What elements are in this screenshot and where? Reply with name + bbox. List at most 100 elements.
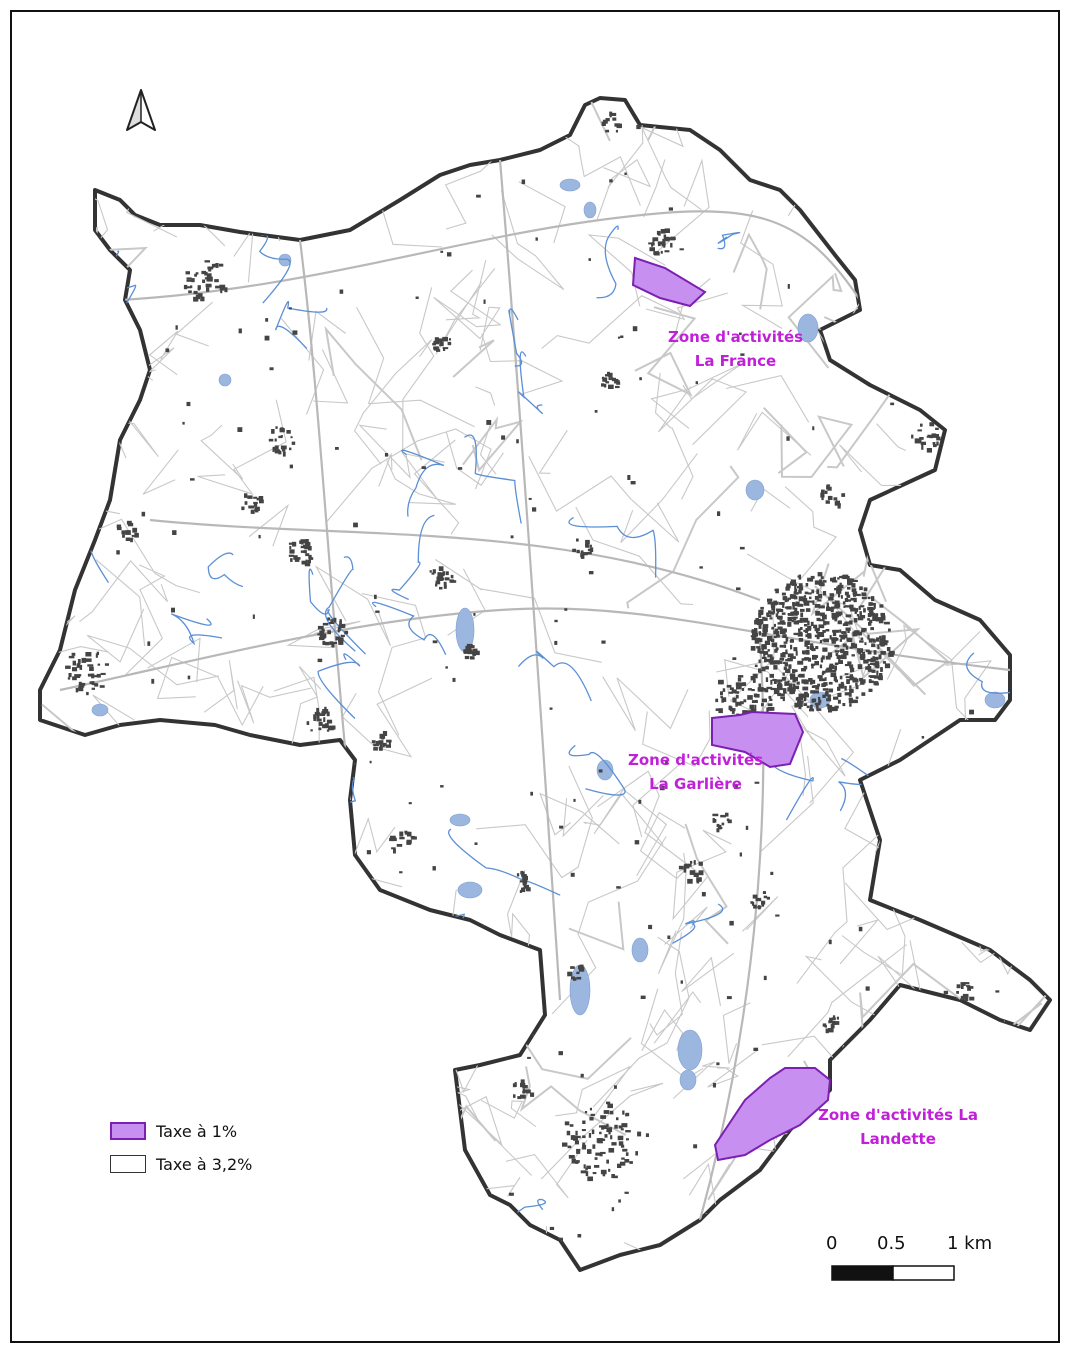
road-line xyxy=(335,924,395,979)
building xyxy=(599,1125,603,1128)
building xyxy=(582,1142,585,1147)
building xyxy=(787,597,791,600)
building xyxy=(865,666,871,670)
building xyxy=(772,679,776,682)
building xyxy=(819,579,823,584)
building xyxy=(793,621,796,625)
building xyxy=(795,650,798,656)
building xyxy=(823,591,827,596)
farm-building xyxy=(921,736,925,739)
building xyxy=(804,657,810,661)
building xyxy=(778,688,783,691)
farm-building xyxy=(193,928,197,933)
building xyxy=(599,1131,602,1135)
stream xyxy=(391,514,435,601)
building xyxy=(324,641,330,646)
building xyxy=(867,618,870,621)
pond xyxy=(569,964,591,1016)
building xyxy=(522,881,527,886)
farm-building xyxy=(638,799,642,804)
building xyxy=(86,691,89,696)
farm-building xyxy=(611,1207,615,1212)
building xyxy=(575,1160,580,1163)
farm-building xyxy=(618,1199,621,1203)
building xyxy=(804,630,808,634)
farm-building xyxy=(457,467,463,470)
building xyxy=(804,640,810,645)
building xyxy=(681,1244,687,1247)
building xyxy=(616,123,622,129)
stream xyxy=(448,828,561,896)
road-line xyxy=(40,1053,65,1108)
road-line xyxy=(175,301,214,347)
building xyxy=(835,653,839,656)
building xyxy=(860,680,865,685)
building xyxy=(197,285,201,290)
building xyxy=(388,740,391,745)
building xyxy=(842,623,849,626)
building xyxy=(879,635,882,639)
building xyxy=(873,604,876,609)
farm-building xyxy=(664,101,668,105)
road-line xyxy=(378,453,393,487)
road-line xyxy=(555,1066,631,1118)
building xyxy=(839,582,842,588)
building xyxy=(338,640,344,645)
building xyxy=(592,1172,597,1175)
building xyxy=(787,613,790,616)
farm-building xyxy=(399,871,403,874)
building xyxy=(80,682,86,686)
building xyxy=(845,645,849,650)
building xyxy=(816,705,819,710)
building xyxy=(829,663,834,668)
building xyxy=(758,683,761,688)
building xyxy=(801,668,806,672)
building xyxy=(96,673,101,678)
building xyxy=(857,616,864,621)
building xyxy=(437,576,444,581)
building xyxy=(838,660,843,664)
building xyxy=(813,624,818,629)
building xyxy=(800,608,805,612)
building xyxy=(316,718,322,722)
building xyxy=(797,585,803,589)
building xyxy=(856,631,862,636)
building xyxy=(520,1079,525,1084)
building xyxy=(816,630,819,634)
farm-building xyxy=(899,224,903,228)
building xyxy=(761,703,764,707)
building xyxy=(779,657,785,661)
farm-building xyxy=(252,614,255,619)
road-line xyxy=(623,1241,721,1270)
building xyxy=(586,552,592,555)
road-line xyxy=(782,98,849,217)
building xyxy=(851,583,856,588)
building xyxy=(299,540,304,544)
building xyxy=(91,681,95,686)
building xyxy=(839,649,845,652)
building xyxy=(186,277,192,280)
farm-building xyxy=(331,1002,335,1005)
farm-building xyxy=(102,1209,106,1213)
building xyxy=(756,621,762,626)
building xyxy=(737,677,742,682)
building xyxy=(820,576,824,579)
building xyxy=(806,633,812,636)
building xyxy=(391,847,396,850)
building xyxy=(718,824,722,830)
building xyxy=(917,429,922,432)
building xyxy=(600,1115,606,1119)
road-line xyxy=(174,1035,228,1096)
road-line xyxy=(780,415,854,479)
building xyxy=(244,493,248,498)
building xyxy=(827,652,833,657)
building xyxy=(880,612,885,616)
road-line xyxy=(707,1149,741,1201)
farm-building xyxy=(415,296,419,299)
building xyxy=(780,653,786,658)
road-line xyxy=(52,1009,97,1068)
building xyxy=(769,698,773,701)
building xyxy=(830,1024,835,1029)
building xyxy=(825,1028,829,1034)
